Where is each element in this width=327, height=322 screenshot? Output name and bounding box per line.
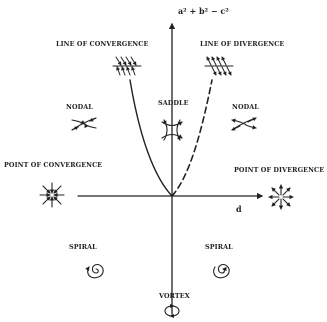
label-line-of-divergence: LINE OF DIVERGENCE [200, 40, 284, 48]
label-spiral-right: SPIRAL [205, 243, 233, 251]
label-point-of-divergence: POINT OF DIVERGENCE [234, 166, 324, 174]
line-of-convergence-icon [112, 56, 142, 76]
label-nodal-right: NODAL [232, 103, 259, 111]
x-axis-label: d [236, 204, 242, 214]
label-spiral-left: SPIRAL [69, 243, 97, 251]
label-line-of-convergence: LINE OF CONVERGENCE [56, 40, 148, 48]
label-point-of-convergence: POINT OF CONVERGENCE [4, 161, 102, 169]
spiral-left-icon [85, 264, 104, 279]
nodal-right-icon [231, 117, 257, 131]
label-nodal-left: NODAL [66, 103, 93, 111]
nodal-left-icon [71, 117, 97, 131]
point-of-convergence-icon [39, 182, 65, 208]
spiral-right-icon [213, 264, 230, 279]
label-vortex: VORTEX [158, 292, 190, 300]
point-of-divergence-icon [268, 184, 294, 210]
saddle-icon [161, 119, 183, 141]
label-saddle: SADDLE [158, 99, 189, 107]
line-of-divergence-icon [204, 56, 234, 76]
vortex-icon [164, 304, 180, 318]
parabola-right-branch [171, 79, 213, 197]
y-axis-label: a² + b² − c² [178, 6, 229, 16]
parabola-left-branch [129, 79, 173, 197]
